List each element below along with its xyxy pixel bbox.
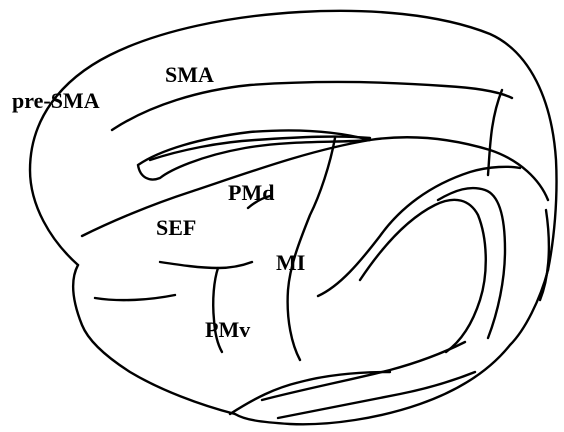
sylvian-fissure — [230, 372, 390, 414]
principal-sulcus — [95, 295, 175, 300]
arcuate-sulcus-upper — [160, 262, 252, 268]
label-sma: SMA — [165, 62, 214, 87]
label-mi: MI — [276, 250, 305, 275]
central-sulcus — [288, 138, 335, 360]
label-pmd: PMd — [228, 180, 274, 205]
posterior-curve-1 — [360, 200, 486, 352]
cingulate-sulcus — [112, 82, 512, 130]
lateral-sulcus-tail — [540, 210, 549, 300]
superior-temporal-sulcus — [262, 342, 465, 400]
label-pmv: PMv — [205, 317, 250, 342]
inner-arc — [150, 137, 370, 160]
medial-sulcus-right — [488, 90, 502, 175]
label-sef: SEF — [156, 215, 196, 240]
lateral-dorsal-boundary — [82, 137, 548, 236]
posterior-curve-2 — [438, 188, 505, 338]
label-pre-sma: pre-SMA — [12, 88, 100, 113]
intraparietal-sulcus — [318, 167, 520, 296]
outer-outline — [30, 11, 557, 270]
